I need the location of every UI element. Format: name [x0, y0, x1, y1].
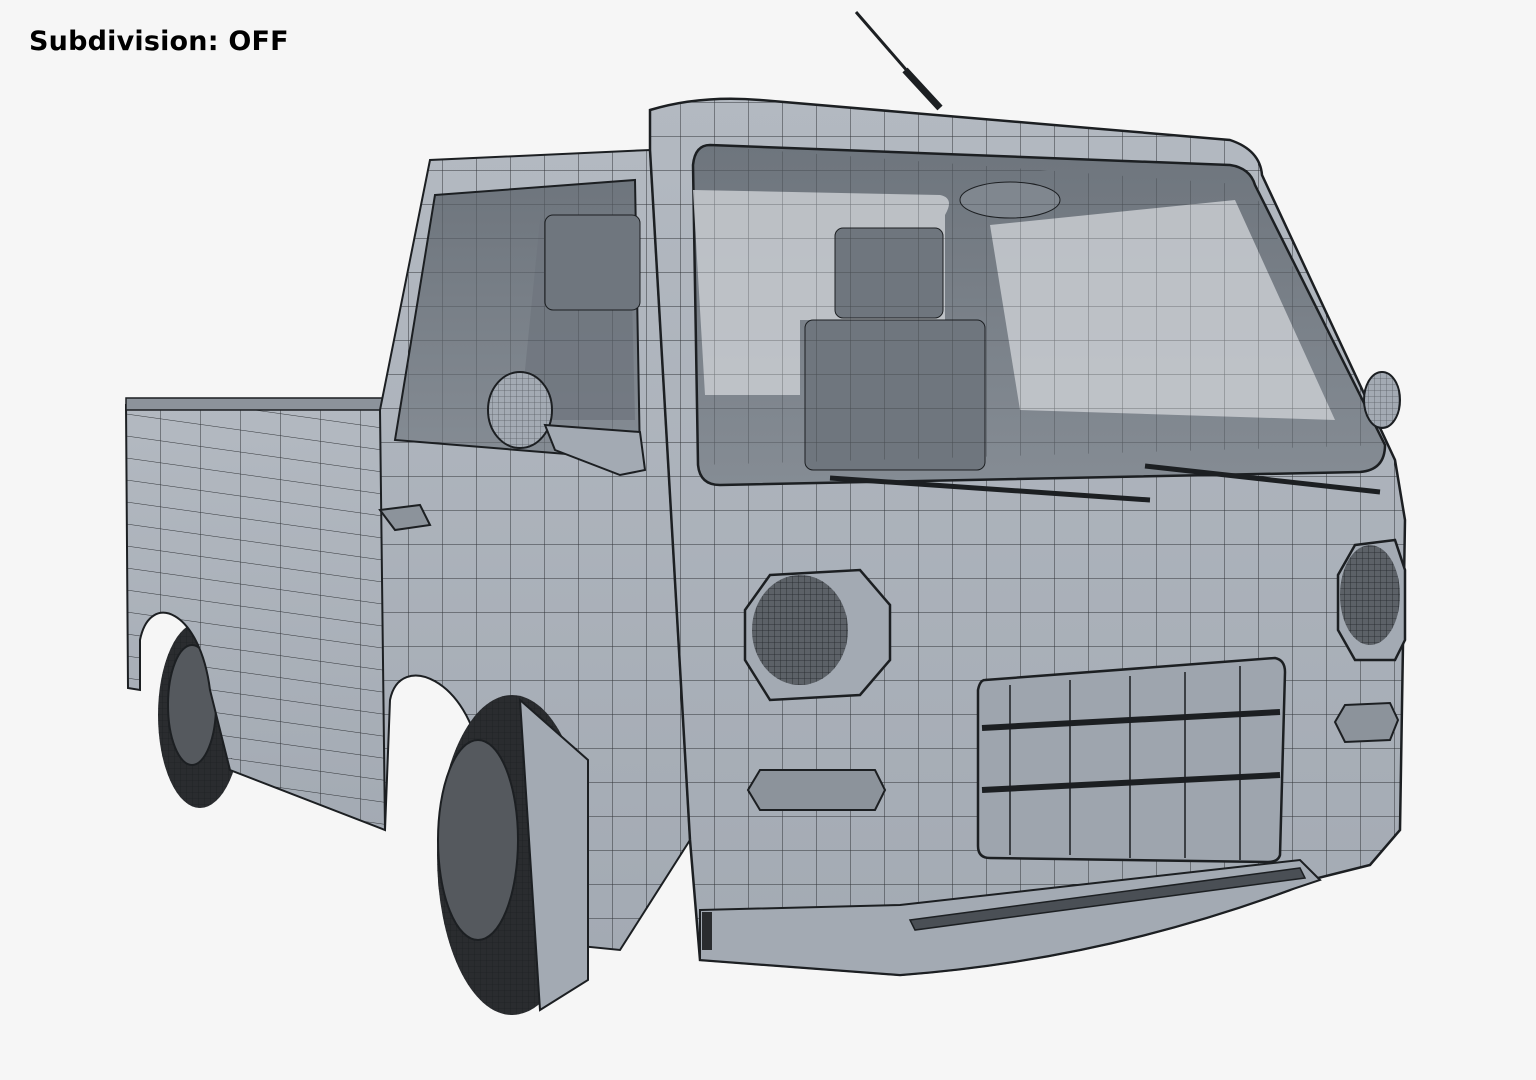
wipers: [829, 463, 1381, 503]
door-handle: [378, 503, 432, 532]
subdivision-status-label: Subdivision: OFF: [29, 26, 289, 57]
side-mirror-right: [1363, 371, 1401, 429]
pickup-bed: [124, 397, 386, 832]
subdivision-label-state: OFF: [228, 26, 289, 57]
indicator-left: [746, 769, 887, 811]
headlight-right: [1336, 538, 1407, 662]
front-grille: [976, 656, 1287, 864]
headlight-left: [743, 568, 892, 702]
front-bumper: [699, 858, 1322, 977]
side-mirror-left: [487, 371, 647, 477]
subdivision-label-prefix: Subdivision:: [29, 26, 219, 57]
indicator-right: [1333, 701, 1400, 744]
front-wheel: [437, 695, 589, 1015]
antenna: [854, 11, 943, 111]
windshield: [544, 143, 1387, 487]
